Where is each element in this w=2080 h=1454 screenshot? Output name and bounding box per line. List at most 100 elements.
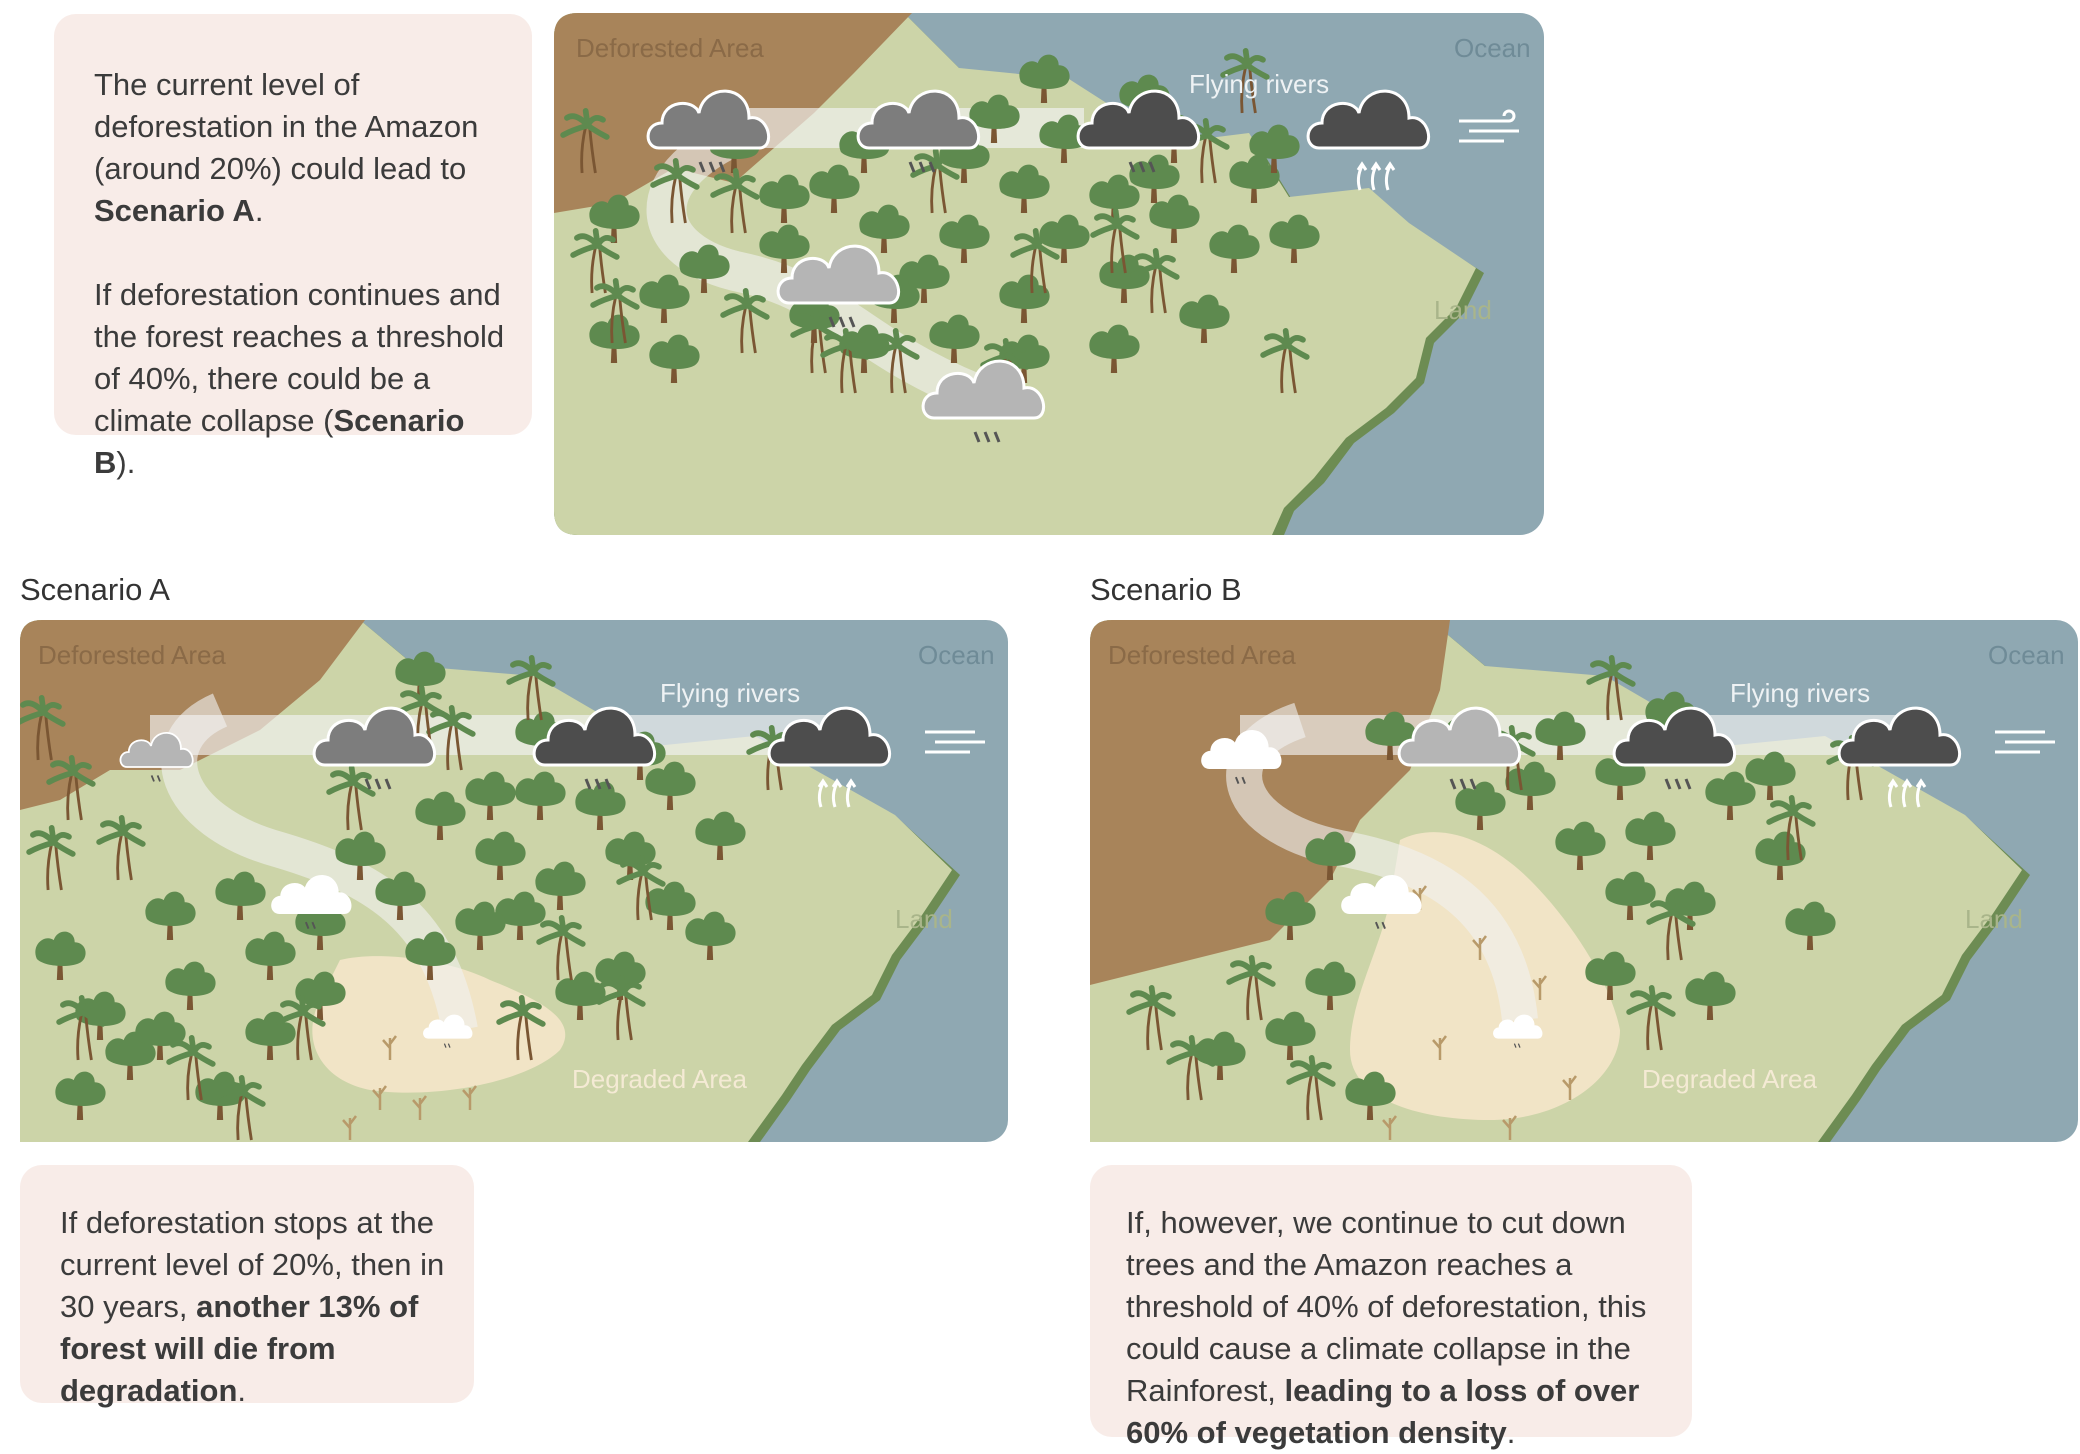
tree-icon [1265, 1011, 1316, 1060]
tree-icon [415, 791, 466, 840]
rain-icon [1449, 778, 1477, 790]
palm-icon [506, 655, 556, 721]
scenario-b-map: Deforested Area Ocean Flying rivers Land… [1090, 620, 2078, 1142]
ocean-label: Ocean [1454, 33, 1531, 63]
tree-icon [465, 771, 516, 820]
palm-icon [46, 755, 96, 821]
land-label: Land [1965, 904, 2023, 934]
palm-icon [1220, 48, 1270, 114]
palm-icon [870, 328, 920, 394]
tree-icon [165, 961, 216, 1010]
tree-icon [495, 891, 546, 940]
rain-icon [973, 431, 1001, 443]
evaporation-icon [1356, 161, 1396, 191]
ocean-label: Ocean [1988, 640, 2065, 670]
palm-icon [820, 328, 870, 394]
deforested-area-label: Deforested Area [1108, 640, 1296, 670]
cloud-icon [1397, 706, 1521, 790]
scenario-a-map: Deforested Area Ocean Flying rivers Land… [20, 620, 1008, 1142]
tree-icon [405, 931, 456, 980]
palm-icon [720, 288, 770, 354]
dead-tree-icon [1382, 1115, 1397, 1140]
tree-icon [145, 891, 196, 940]
rain-icon [364, 778, 392, 790]
wind-icon [925, 730, 985, 754]
scenario-a-note: If deforestation stops at the current le… [20, 1165, 474, 1408]
palm-icon [166, 1035, 216, 1101]
palm-icon [1586, 655, 1636, 721]
tree-icon [1305, 961, 1356, 1010]
cloud-icon [119, 732, 194, 782]
tree-icon [809, 164, 860, 213]
flying-rivers-label: Flying rivers [1189, 69, 1329, 99]
palm-icon [1286, 1055, 1336, 1121]
scenario-a-title: Scenario A [20, 572, 170, 607]
palm-icon [26, 825, 76, 891]
degraded-area-label: Degraded Area [1642, 1064, 1817, 1094]
tree-icon [1605, 871, 1656, 920]
clouds [646, 89, 1430, 443]
cloud-icon [1306, 89, 1430, 191]
palm-icon [20, 695, 66, 761]
cloud-icon [856, 89, 980, 173]
rain-icon [1664, 778, 1692, 790]
tree-icon [645, 761, 696, 810]
tree-icon [685, 911, 736, 960]
cloud-icon [271, 875, 352, 929]
rain-icon [584, 778, 612, 790]
tree-icon [215, 871, 266, 920]
palm-icon [710, 168, 760, 234]
tree-icon [1019, 54, 1070, 103]
tree-icon [475, 831, 526, 880]
tree-icon [515, 771, 566, 820]
tree-icon [1149, 194, 1200, 243]
tree-icon [35, 931, 86, 980]
tree-icon [1089, 324, 1140, 373]
palm-icon [1766, 795, 1816, 861]
tree-icon [1179, 294, 1230, 343]
wind-icon [1995, 730, 2055, 754]
cloud-icon [423, 1014, 473, 1048]
dead-tree-icon [372, 1085, 387, 1110]
tree-icon [1345, 1071, 1396, 1120]
tree-icon [589, 314, 640, 363]
palm-icon [1260, 328, 1310, 394]
cloud-icon [532, 706, 656, 790]
rain-icon [1374, 921, 1386, 929]
palm-icon [96, 815, 146, 881]
scenario-b-note: If, however, we continue to cut down tre… [1090, 1165, 1692, 1450]
tree-icon [639, 274, 690, 323]
tree-icon [1455, 781, 1506, 830]
tree-icon [455, 901, 506, 950]
cloud-icon [921, 359, 1045, 443]
land-label: Land [1434, 295, 1492, 325]
land-label: Land [895, 904, 953, 934]
flying-rivers-label: Flying rivers [660, 678, 800, 708]
palm-icon [1090, 208, 1140, 274]
current-map: Deforested Area Ocean Flying rivers Land [554, 13, 1544, 535]
dead-tree-icon [412, 1095, 427, 1120]
tree-icon [1785, 901, 1836, 950]
scenario-b-title: Scenario B [1090, 572, 1242, 607]
rain-icon [443, 1043, 451, 1048]
tree-icon [859, 204, 910, 253]
palm-icon [1646, 895, 1696, 961]
rain-icon [828, 316, 856, 328]
tree-icon [1229, 154, 1280, 203]
forest-trees [560, 48, 1320, 404]
wind-icon [1459, 109, 1519, 143]
tree-icon [999, 164, 1050, 213]
clouds [119, 706, 891, 1048]
palm-icon [1010, 228, 1060, 294]
tree-icon [899, 254, 950, 303]
tree-icon [245, 931, 296, 980]
palm-icon [326, 765, 376, 831]
tree-icon [589, 194, 640, 243]
tree-icon [575, 781, 626, 830]
cloud-icon [1341, 875, 1422, 929]
dead-tree-icon [1432, 1035, 1447, 1060]
deforested-area-label: Deforested Area [576, 33, 764, 63]
cloud-icon [646, 89, 770, 173]
tree-icon [929, 314, 980, 363]
tree-icon [1209, 224, 1260, 273]
